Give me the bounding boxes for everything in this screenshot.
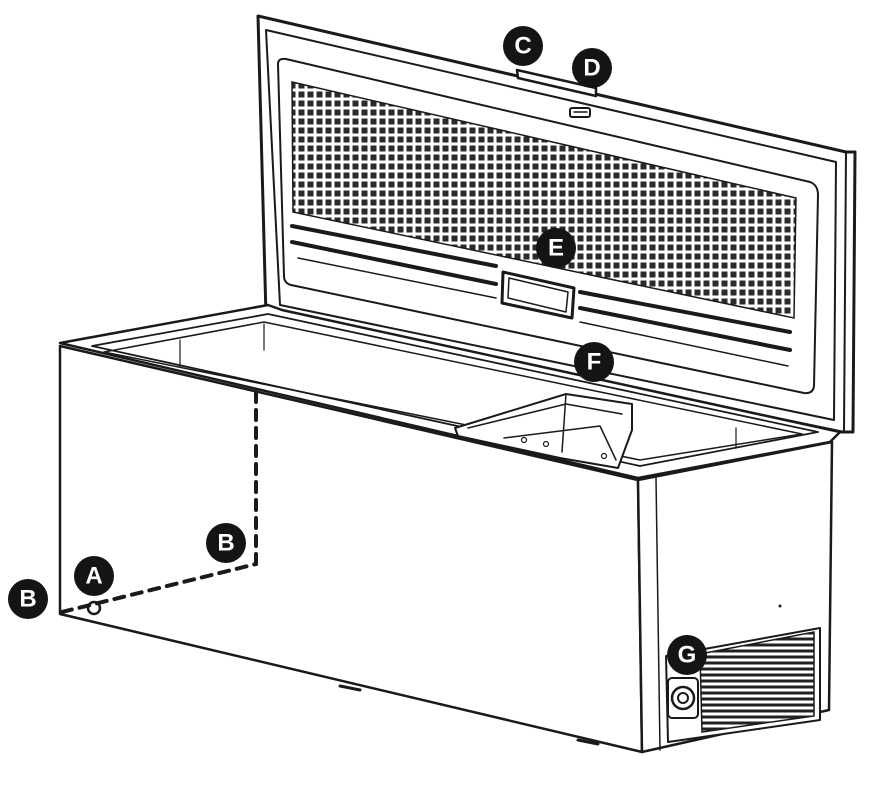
callout-b-left-label: B [19, 586, 36, 613]
lid-grille [291, 81, 797, 319]
callout-f-label: F [587, 349, 602, 376]
basket [454, 393, 633, 469]
callout-b-left: B [8, 579, 48, 619]
lid-channels [290, 224, 792, 367]
callout-f: F [574, 342, 614, 382]
callout-a-label: A [85, 563, 102, 590]
callout-d: D [572, 48, 612, 88]
callout-b-right: B [206, 523, 246, 563]
callout-e-label: E [548, 235, 564, 262]
callout-b-right-label: B [217, 530, 234, 557]
callout-d-label: D [583, 55, 600, 82]
callout-a: A [74, 556, 114, 596]
callout-g: G [667, 635, 707, 675]
callout-g-label: G [678, 642, 697, 669]
callout-e: E [536, 228, 576, 268]
interior-light [500, 270, 576, 320]
callout-c-label: C [514, 33, 531, 60]
dimension-lines [60, 384, 258, 614]
callout-c: C [503, 26, 543, 66]
lid-lock [515, 68, 598, 118]
